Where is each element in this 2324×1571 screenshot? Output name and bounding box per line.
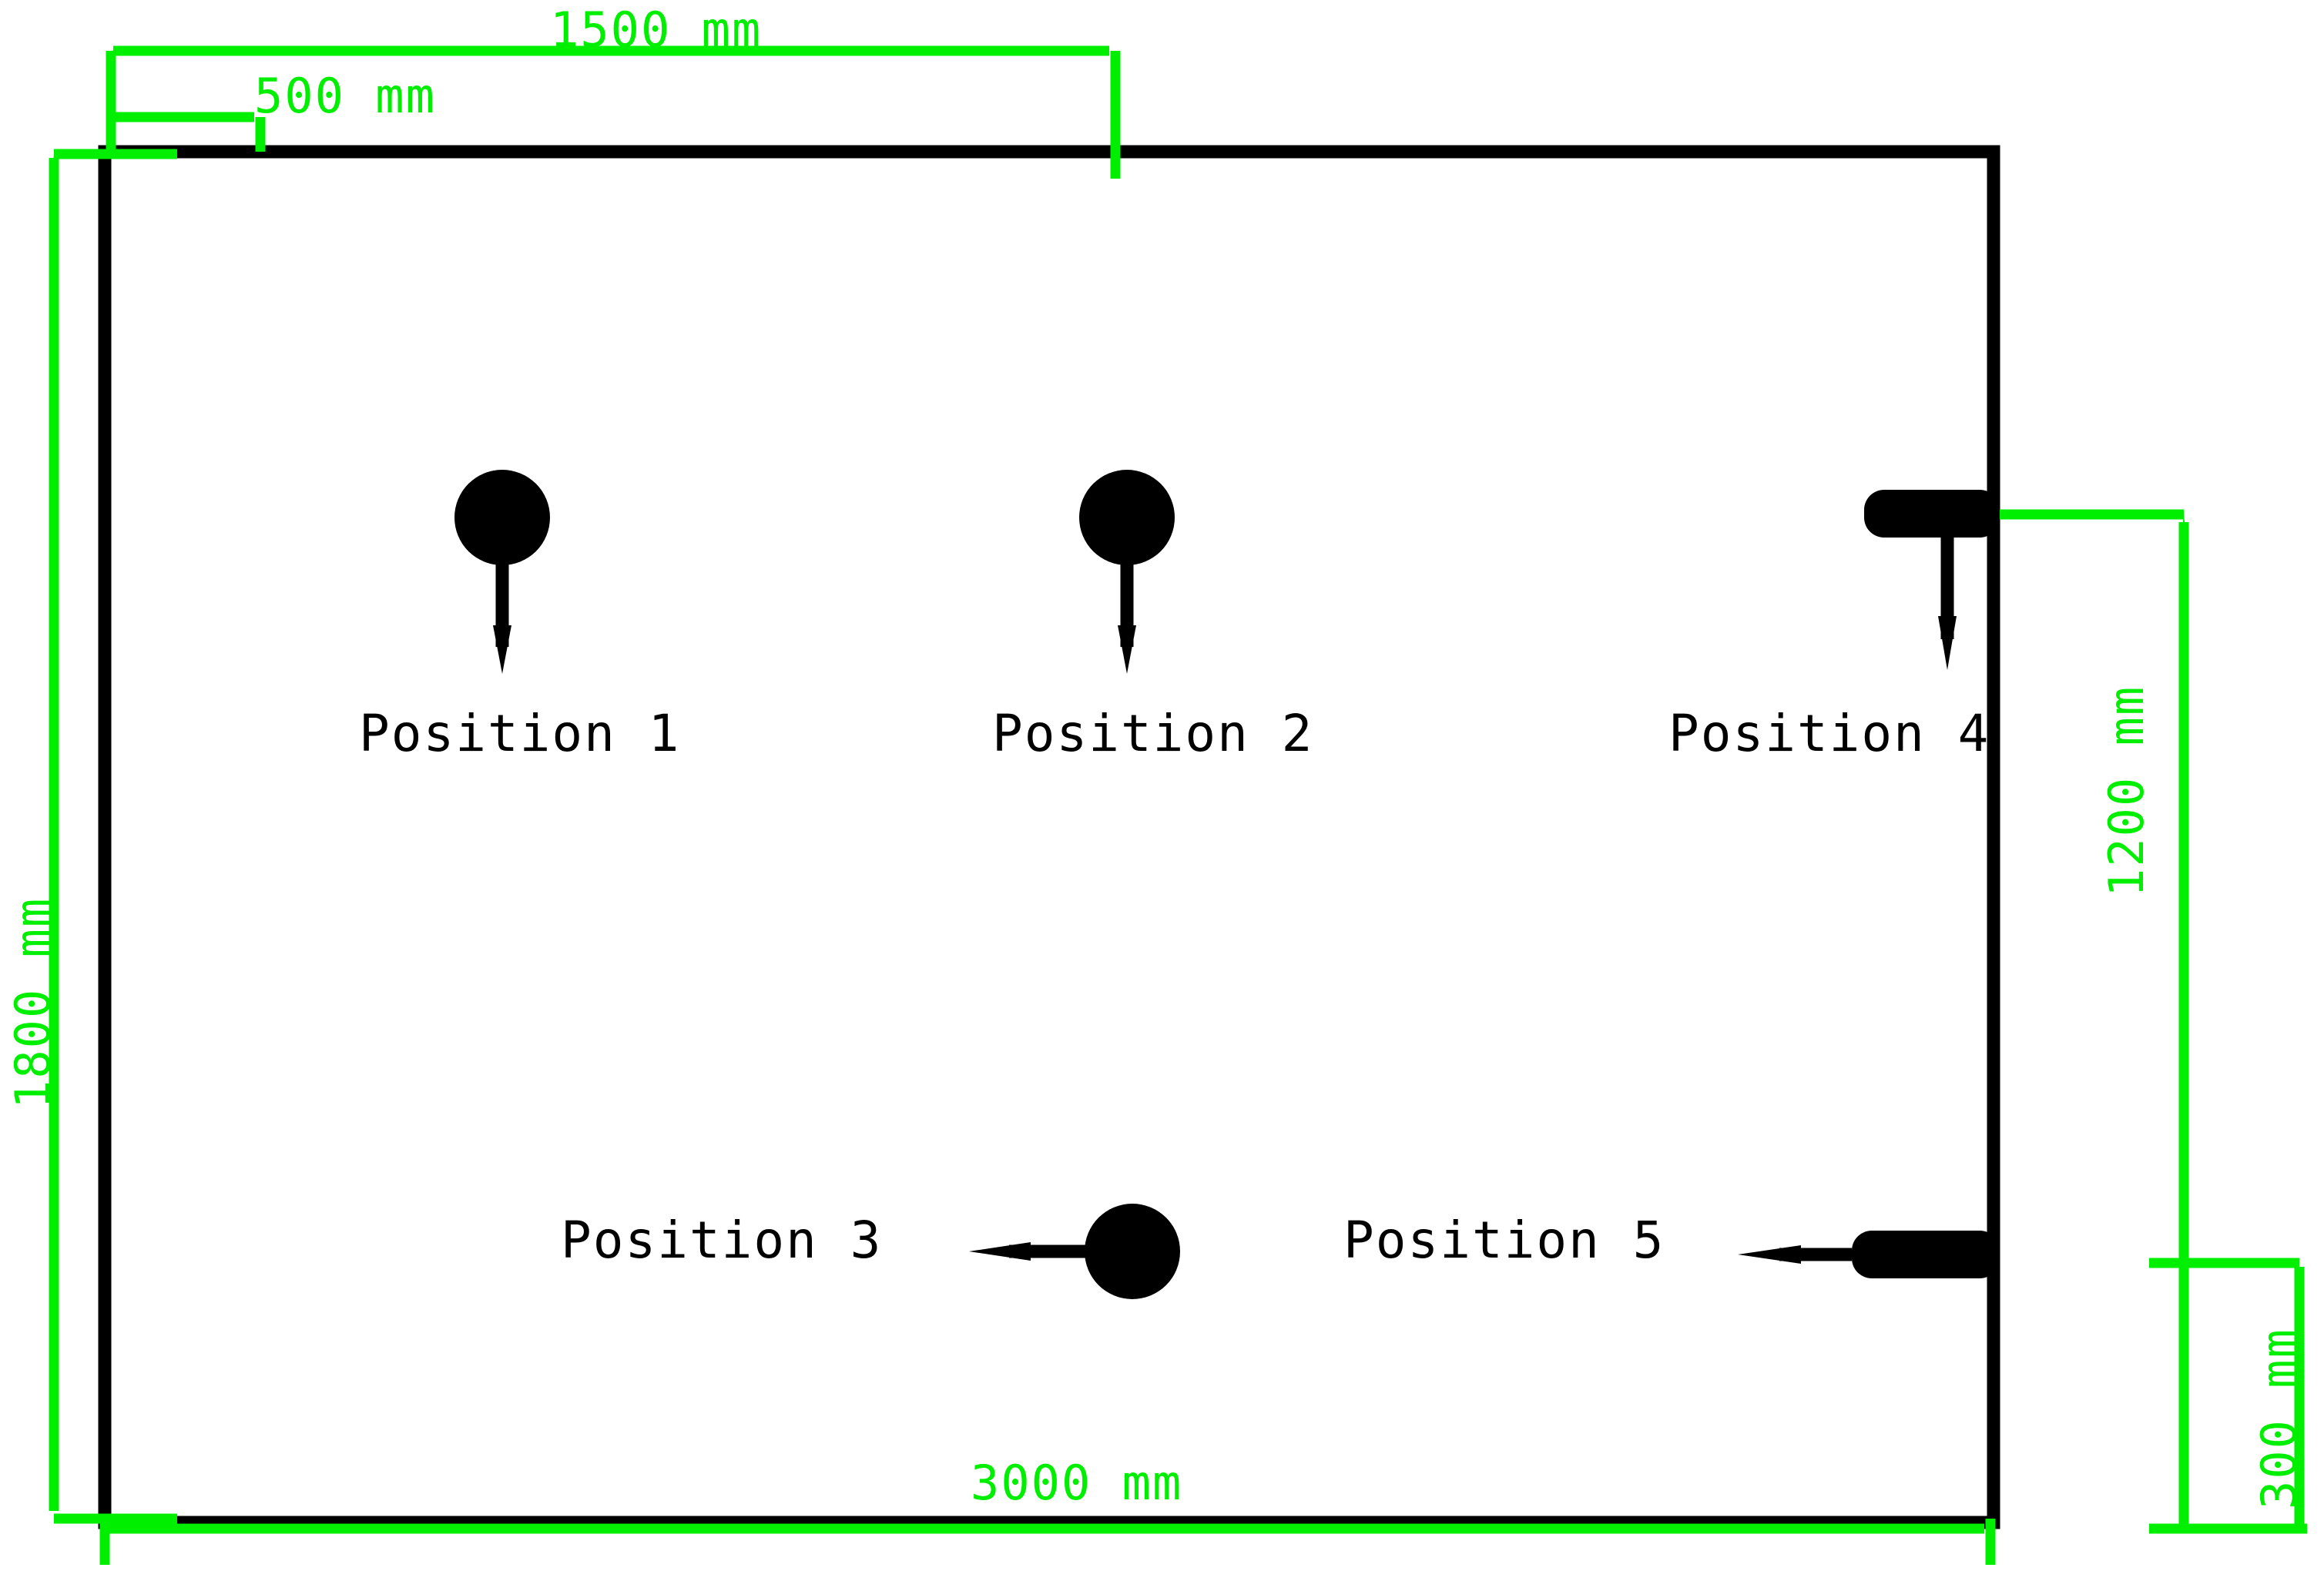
position-1-marker	[454, 470, 550, 674]
dimension-3000mm-line	[99, 1519, 1996, 1565]
dimension-500mm-arrow-left	[111, 113, 140, 121]
dimension-label-500mm: 500 mm	[254, 68, 436, 124]
dimension-label-1200mm: 1200 mm	[2098, 685, 2155, 897]
dimension-label-1500mm: 1500 mm	[550, 2, 763, 58]
position-3-label: Position 3	[561, 1211, 883, 1270]
dimension-label-300mm: 300 mm	[2251, 1328, 2307, 1509]
dimension-1800mm-arrow-top	[50, 154, 58, 186]
dimension-label-3000mm: 3000 mm	[971, 1455, 1183, 1511]
dimension-1800mm-line	[49, 149, 177, 1524]
position-4-label: Position 4	[1668, 704, 1990, 763]
dimension-300mm-line	[2149, 1267, 2307, 1534]
dimension-3000mm-arrow-left	[105, 1525, 136, 1532]
dimension-1200mm-line	[1957, 509, 2299, 1529]
dimension-1500mm-arrow-left	[111, 47, 142, 55]
position-5-label: Position 5	[1343, 1211, 1665, 1270]
position-4-marker	[1864, 490, 2000, 670]
position-2-marker	[1079, 470, 1175, 674]
dimension-label-1800mm: 1800 mm	[5, 896, 61, 1109]
room-outline	[98, 145, 2000, 1529]
position-5-marker	[1738, 1231, 2000, 1278]
position-2-label: Position 2	[992, 704, 1314, 763]
position-1-label: Position 1	[359, 704, 681, 763]
dimension-1500mm-line	[106, 45, 1121, 179]
position-3-marker	[969, 1204, 1180, 1299]
